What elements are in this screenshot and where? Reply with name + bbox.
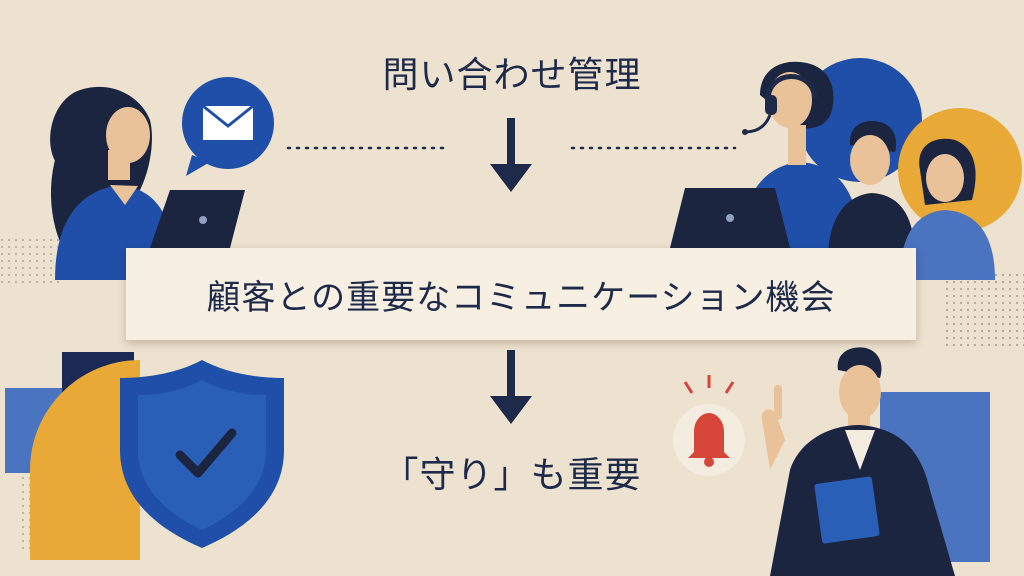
- center-message-box: 顧客との重要なコミュニケーション機会: [126, 248, 916, 340]
- yellow-quarter-circle: [30, 360, 140, 560]
- team-member-man: [828, 120, 915, 260]
- presenter-figure: [761, 347, 955, 576]
- bottom-message: 「守り」も重要: [382, 455, 642, 496]
- shield-check-icon: [120, 360, 284, 548]
- down-arrow-icon-lower: [490, 350, 532, 424]
- dot-pattern-right: [945, 270, 1024, 350]
- center-message: 顧客との重要なコミュニケーション機会: [206, 277, 836, 318]
- down-arrow-icon: [490, 118, 532, 192]
- headset-icon: [742, 74, 818, 135]
- envelope-icon: [182, 77, 274, 176]
- dot-pattern-top-left: [0, 235, 60, 285]
- alarm-bell-icon: [673, 375, 745, 476]
- laptop-icon: [150, 190, 245, 248]
- laptop-icon-right: [670, 188, 790, 248]
- team-member-woman: [900, 138, 995, 280]
- diagram-title: 問い合わせ管理: [382, 55, 642, 96]
